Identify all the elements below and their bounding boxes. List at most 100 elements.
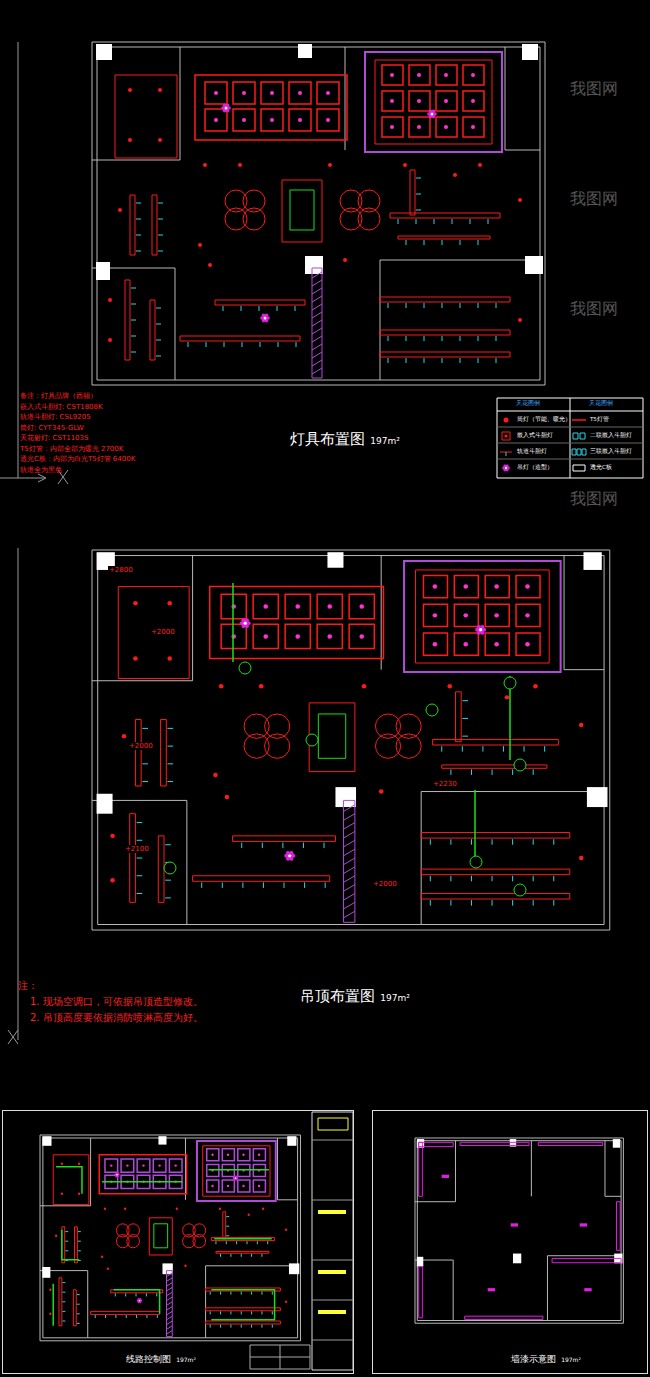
track-light — [406, 240, 407, 245]
ceiling-grid — [516, 633, 540, 655]
display-shelf — [135, 720, 141, 786]
track-light — [241, 1311, 242, 1314]
track-light — [230, 1325, 231, 1328]
paint-tag — [511, 1223, 518, 1226]
downlight — [211, 1185, 213, 1187]
downlight — [128, 138, 132, 142]
watermark: 我图网 — [570, 490, 618, 508]
downlight — [463, 642, 468, 646]
legend-sample — [573, 465, 585, 471]
ceiling-grid — [121, 1159, 134, 1172]
track-light — [158, 219, 163, 220]
display-shelf — [442, 765, 547, 768]
legend-symbols — [500, 418, 586, 472]
display-island — [265, 714, 290, 738]
ceiling-grid — [317, 594, 342, 618]
downlight — [214, 118, 218, 122]
display-island — [396, 714, 421, 738]
downlight — [444, 125, 448, 129]
downlight — [263, 604, 268, 608]
display-shelf — [59, 1278, 62, 1326]
display-shelf — [150, 300, 155, 360]
section-callout — [239, 662, 251, 674]
track-light — [156, 356, 161, 357]
paint-zone — [616, 1202, 620, 1251]
ceiling-grid — [485, 633, 509, 655]
downlight — [198, 243, 202, 247]
hatch-wall — [343, 902, 354, 909]
ceiling-grid — [261, 82, 283, 104]
ceiling-grid — [285, 624, 310, 648]
hatch-wall — [343, 849, 354, 856]
downlight — [533, 684, 538, 688]
wiring-plan — [40, 1135, 300, 1341]
pendant-lamp — [139, 1300, 141, 1302]
hatch-wall — [167, 1316, 173, 1320]
paint-zone — [419, 1267, 423, 1318]
downlight — [433, 584, 438, 588]
downlight — [126, 1164, 128, 1166]
downlight — [417, 125, 421, 129]
ceiling-frame — [404, 561, 561, 672]
legend-table — [497, 398, 643, 478]
track-light — [471, 876, 472, 882]
track-light — [251, 1254, 252, 1257]
title-rule — [312, 1340, 353, 1341]
track-light — [65, 1250, 68, 1251]
column — [417, 1257, 423, 1267]
ceiling-frame — [203, 1146, 270, 1196]
track-light — [471, 769, 472, 775]
track-light — [460, 358, 461, 363]
partition-wall — [92, 680, 193, 681]
downlight — [285, 1301, 287, 1303]
downlight — [49, 1289, 51, 1291]
ceiling-frame — [115, 75, 177, 158]
track-light — [131, 304, 136, 305]
elevation-mark: +2100 — [124, 845, 150, 853]
track-light — [158, 251, 163, 252]
track-light — [462, 700, 468, 701]
partition-wall — [380, 260, 381, 380]
partition-wall — [277, 1138, 278, 1200]
outer-wall — [415, 1138, 623, 1323]
circuit-wire — [62, 1230, 79, 1260]
logo-box — [318, 1118, 348, 1130]
watermark: 我图网 — [570, 300, 618, 318]
downlight — [110, 1164, 112, 1166]
hatch-wall — [343, 911, 354, 918]
ceiling-grid — [349, 594, 374, 618]
legend-text: 轨道斗胆灯 — [517, 448, 547, 454]
track-light — [251, 1292, 252, 1295]
downlight — [214, 91, 218, 95]
partition-wall — [345, 47, 346, 150]
downlight — [270, 91, 274, 95]
legend-sample — [573, 465, 585, 471]
track-light — [296, 342, 297, 347]
title-rule — [312, 1300, 353, 1301]
ceiling-grid — [222, 1149, 234, 1161]
paint-tag — [442, 1175, 449, 1178]
downlight — [343, 258, 347, 262]
track-light — [512, 769, 513, 775]
track-light — [424, 240, 425, 245]
callout-leader — [474, 790, 476, 860]
ceiling-grid — [409, 91, 430, 111]
track-light — [241, 843, 242, 849]
downlight — [447, 684, 452, 688]
column — [97, 794, 113, 814]
section-callout — [306, 734, 318, 746]
track-light — [303, 843, 304, 849]
track-light — [62, 1301, 65, 1302]
track-light — [261, 1292, 262, 1295]
track-light — [223, 306, 224, 311]
display-shelf — [152, 195, 157, 255]
table-header: 天花图例 — [516, 400, 540, 407]
column — [289, 1263, 299, 1274]
display-shelf — [158, 836, 164, 902]
track-light — [430, 876, 431, 882]
display-shelf — [206, 1321, 281, 1324]
section-callout — [426, 704, 438, 716]
downlight — [328, 163, 332, 167]
